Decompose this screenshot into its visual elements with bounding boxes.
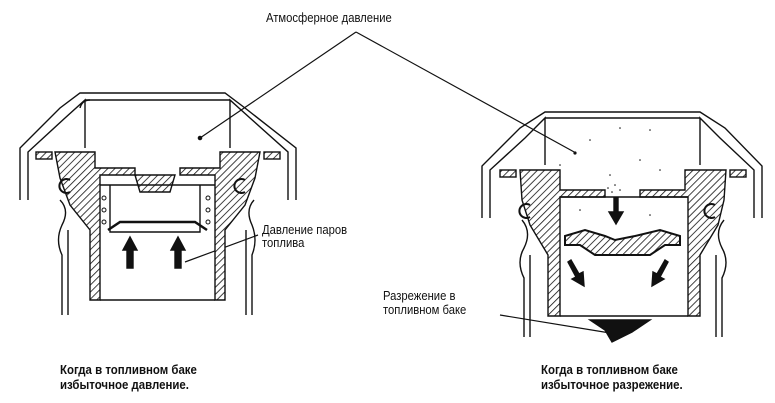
vapor-pressure-label-line1: Давление паров <box>262 223 348 237</box>
vapor-pressure-label-line2: топлива <box>262 236 305 250</box>
vacuum-label-line1: Разрежение в <box>383 289 456 303</box>
vapor-pressure-arrows <box>121 235 187 269</box>
vacuum-arrow <box>587 319 653 343</box>
left-cap-pressure <box>19 92 297 315</box>
right-cap-vacuum <box>481 111 763 343</box>
vacuum-label-line2: топливном баке <box>383 303 467 317</box>
airflow-arrows <box>567 197 669 343</box>
left-caption-line1: Когда в топливном баке <box>60 362 197 377</box>
right-caption-line2: избыточное разрежение. <box>541 377 683 392</box>
air-particles <box>559 127 661 216</box>
right-caption-line1: Когда в топливном баке <box>541 362 678 377</box>
atmospheric-pressure-label: Атмосферное давление <box>266 11 392 25</box>
left-caption-line2: избыточное давление. <box>60 377 189 392</box>
